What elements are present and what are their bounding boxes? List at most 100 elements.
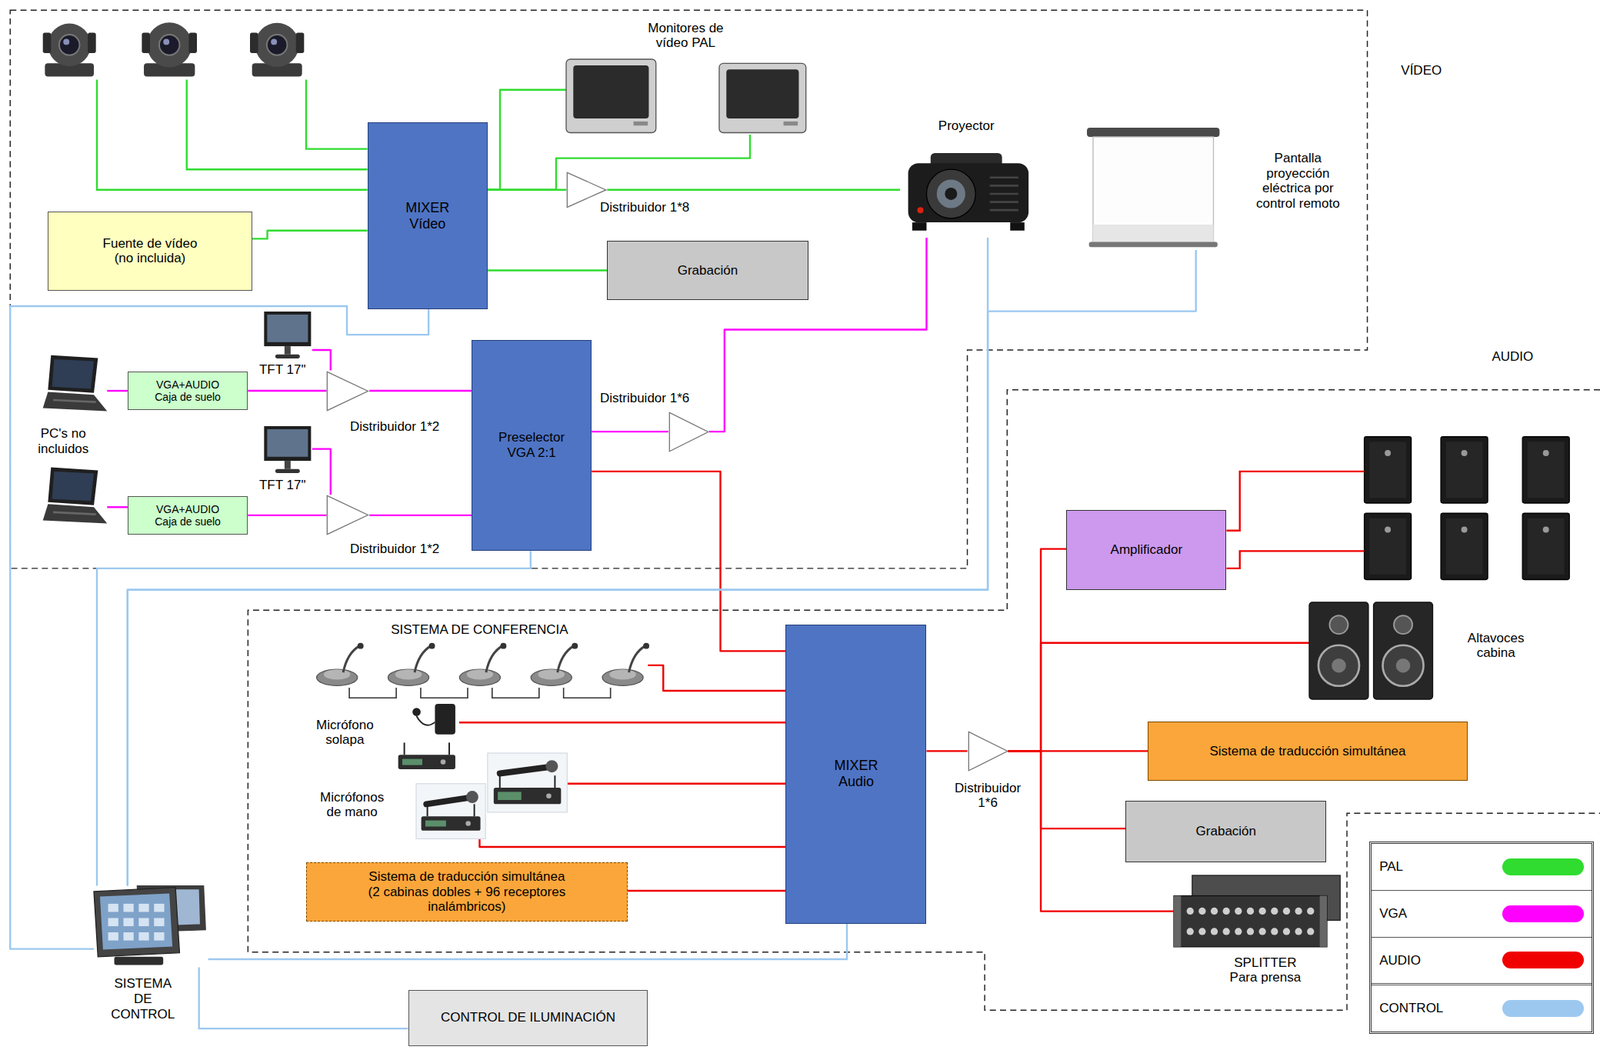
projector: Proyector <box>900 140 1033 238</box>
control-panel: SISTEMA DE CONTROL <box>93 885 209 967</box>
projector-vent <box>990 209 1019 212</box>
picture-caption: SISTEMA DE CONFERENCIA <box>356 622 603 638</box>
laptop-cable <box>106 506 128 508</box>
rack-connector <box>1234 907 1242 915</box>
mic-gooseneck <box>556 646 574 673</box>
screen-bar <box>1088 241 1217 247</box>
box-text: Preselector VGA 2:1 <box>495 430 569 460</box>
mic-base <box>459 669 500 686</box>
signal-cable <box>312 449 331 496</box>
monitor-group-picture <box>566 59 807 135</box>
signal-cable <box>10 306 429 950</box>
mic-head <box>500 643 507 650</box>
pa-logo <box>1543 450 1550 457</box>
handheld-mic <box>426 797 467 804</box>
rack-connector <box>1306 927 1314 935</box>
touch-button <box>138 918 149 927</box>
pa-grille <box>1369 441 1407 498</box>
recorder-box: Grabación <box>606 240 808 300</box>
camera-arm <box>87 32 97 54</box>
touch-button <box>123 918 134 927</box>
picture-caption: Micrófono solapa <box>308 717 382 748</box>
pa-speaker <box>1440 436 1488 504</box>
signal-cable <box>1008 549 1067 752</box>
speaker-tweeter <box>1329 615 1348 634</box>
tft-frame <box>264 426 312 461</box>
touch-button <box>123 903 134 913</box>
legend-swatch <box>1502 1000 1584 1017</box>
distributor-triangle: Distribuidor 1*2 <box>326 494 370 536</box>
camera-arm <box>188 32 197 54</box>
laptop-lid <box>47 355 98 394</box>
box-text: Amplificador <box>1110 542 1184 558</box>
mic-base <box>316 669 357 686</box>
picture-caption: Monitores de vídeo PAL <box>643 20 728 51</box>
receiver-display <box>402 759 423 766</box>
pa-grille <box>1527 518 1565 575</box>
mic-base-top <box>537 669 564 680</box>
speaker-cabinet <box>1373 602 1434 700</box>
antenna <box>473 803 476 817</box>
monitor-button <box>633 121 649 126</box>
tft-stand <box>284 461 291 470</box>
antenna <box>554 775 557 788</box>
legend-text: AUDIO <box>1379 953 1421 969</box>
picture-caption: Distribuidor 1*8 <box>600 200 716 216</box>
receiver-knob <box>440 760 446 766</box>
distributor-outline <box>327 371 369 410</box>
rack-connector <box>1186 907 1194 915</box>
screen-case <box>1086 127 1220 137</box>
rack-connector <box>1210 927 1217 935</box>
mic-gooseneck <box>485 646 502 673</box>
monitor-casing <box>566 59 657 134</box>
signal-cable <box>926 750 967 752</box>
rack-connector <box>1186 927 1194 935</box>
touch-button <box>108 903 119 913</box>
projector-body <box>908 163 1030 223</box>
projector-foot <box>1010 222 1025 231</box>
mic-gooseneck <box>343 646 360 673</box>
mic-base <box>387 669 429 686</box>
rack-connector <box>1198 927 1206 935</box>
source-box: Fuente de vídeo (no incluida) <box>47 211 252 291</box>
screen-surface <box>1093 136 1214 244</box>
rack-connector <box>1222 927 1230 935</box>
touch-button <box>153 932 164 941</box>
camera-arm <box>43 32 52 54</box>
pa-speaker <box>1364 513 1412 580</box>
signal-cable <box>591 430 669 433</box>
signal-cable <box>312 350 331 371</box>
monitor-group: Monitores de vídeo PAL <box>566 59 807 135</box>
box-text: CONTROL DE ILUMINACIÓN <box>440 1010 616 1026</box>
pa-speaker <box>1364 436 1412 504</box>
camera-cable <box>186 79 368 170</box>
camera-arm <box>141 32 150 54</box>
projector-vent <box>990 176 1019 179</box>
zone-title: AUDIO <box>1491 349 1561 365</box>
pa-logo <box>1543 526 1550 533</box>
monitor-screen <box>573 65 650 119</box>
rack-connector <box>1258 907 1266 915</box>
handheld-mic <box>500 767 547 774</box>
touch-panel-base <box>114 956 164 966</box>
camera-head <box>146 22 192 67</box>
tft-monitor: TFT 17" <box>263 311 313 361</box>
laptop-base <box>43 503 108 524</box>
distributor-triangle: Distribuidor 1*6 <box>967 730 1009 772</box>
distributor-triangle: Distribuidor 1*6 <box>668 411 710 453</box>
touch-panel-front <box>93 887 180 957</box>
tft-monitor-picture <box>263 426 313 476</box>
handheld-mic-head <box>466 790 479 804</box>
projector-vent <box>990 200 1019 204</box>
receiver-body <box>397 755 455 770</box>
mic-base-top <box>466 669 493 680</box>
rack-connector <box>1270 907 1278 915</box>
pa-grille <box>1527 441 1565 498</box>
rack-connector <box>1294 907 1302 915</box>
signal-cable <box>208 923 847 960</box>
amplifier-box: Amplificador <box>1066 510 1227 590</box>
mic-gooseneck <box>414 646 431 673</box>
receiver-knob <box>546 793 552 799</box>
signal-cable <box>487 90 567 190</box>
touch-button <box>138 903 149 913</box>
